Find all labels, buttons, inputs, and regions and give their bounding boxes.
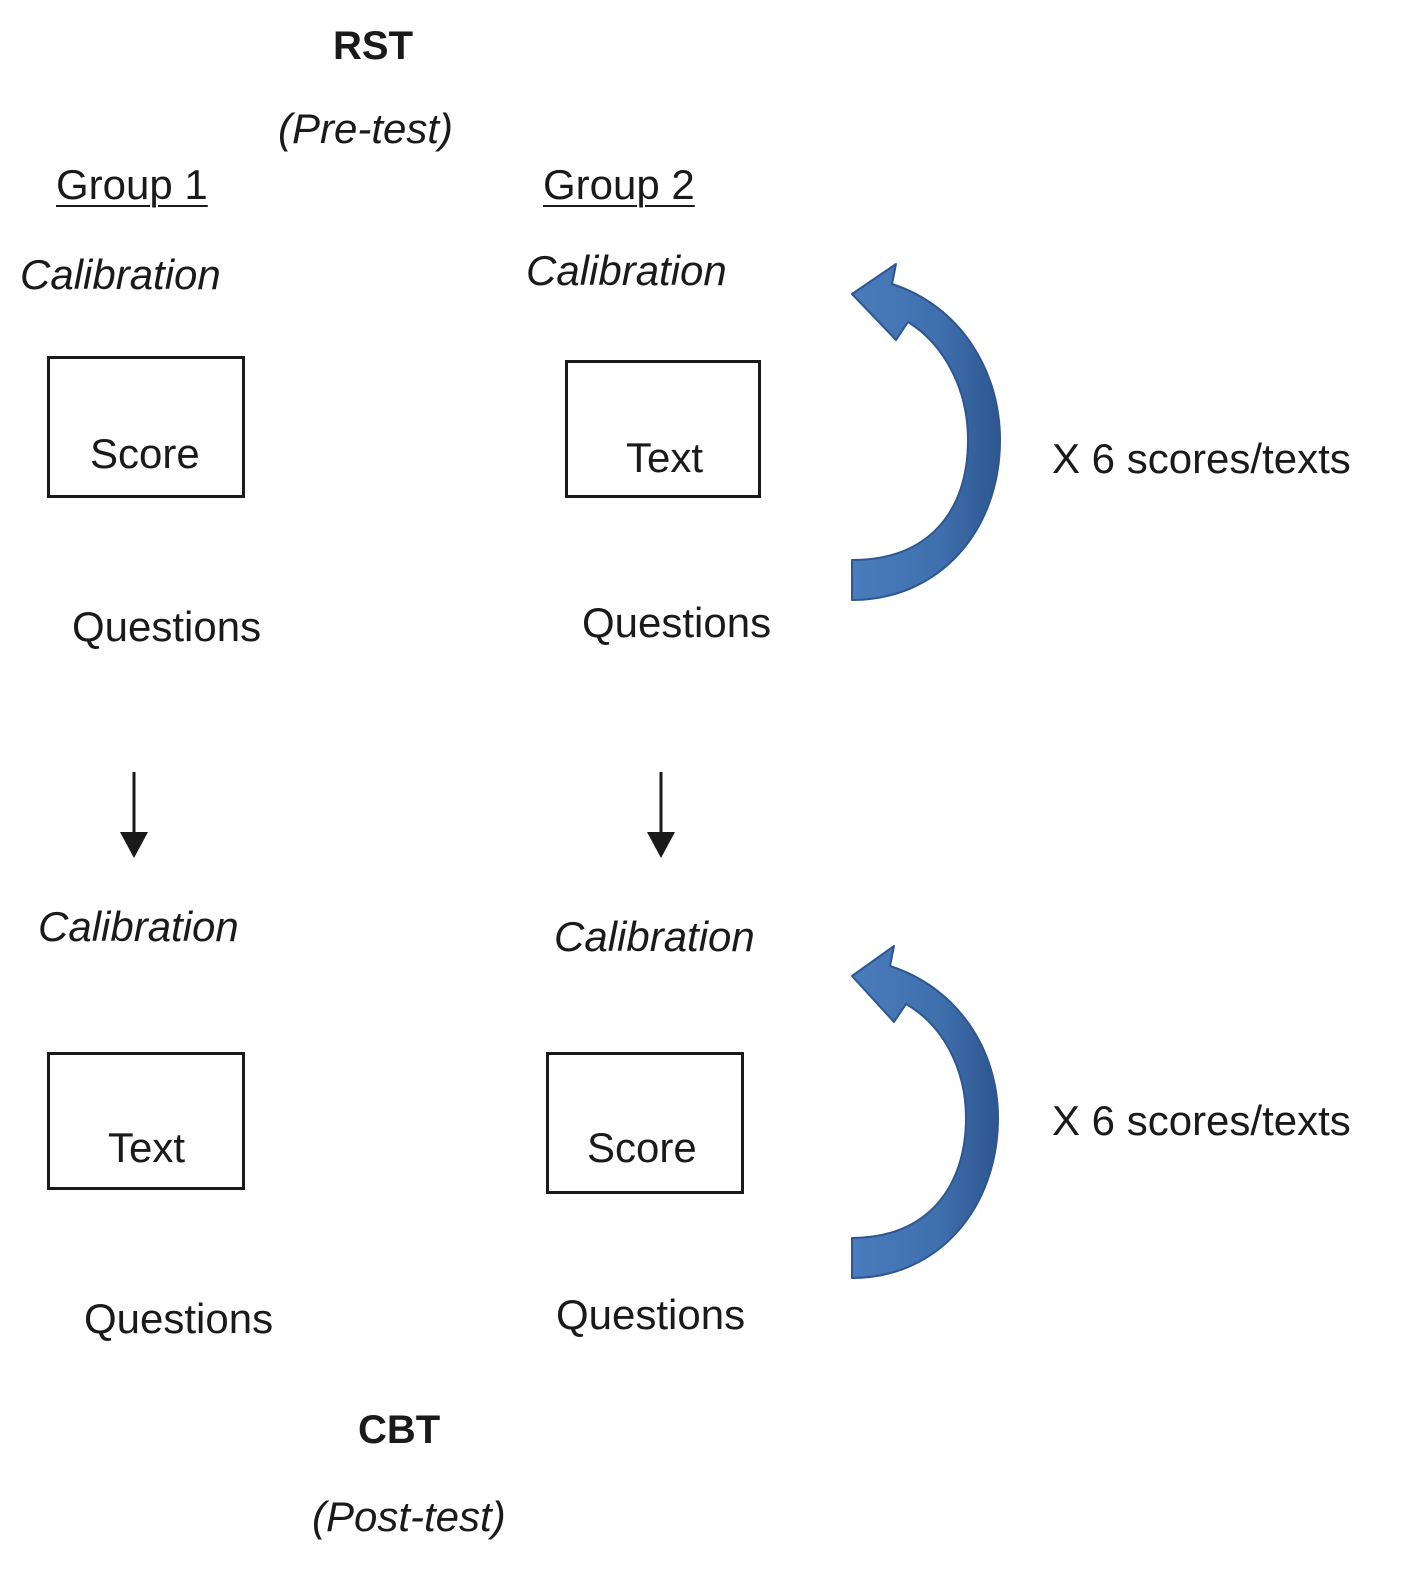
- group-2-phase-2-box-label: Score: [587, 1124, 697, 1171]
- group-1-phase-2-box: Text: [47, 1052, 245, 1190]
- group-1-phase-2-questions: Questions: [84, 1295, 274, 1342]
- group-2-phase-2-questions: Questions: [556, 1291, 746, 1338]
- curved-loop-arrow-icon: [851, 263, 1001, 601]
- repeat-label-phase-1: X 6 scores/texts: [1052, 435, 1351, 482]
- posttest-title: CBT: [358, 1408, 441, 1452]
- pretest-title: RST: [333, 24, 413, 68]
- group-2-phase-1-box: Text: [565, 360, 761, 498]
- posttest-subtitle: (Post-test): [312, 1493, 506, 1540]
- pretest-subtitle: (Pre-test): [278, 105, 454, 152]
- curved-loop-arrow-icon: [851, 945, 999, 1279]
- group-2-phase-2-calibration: Calibration: [554, 913, 755, 960]
- repeat-label-phase-2: X 6 scores/texts: [1052, 1097, 1351, 1144]
- group-1-phase-1-questions: Questions: [72, 603, 262, 650]
- group-1-phase-1-box: Score: [47, 356, 245, 498]
- group-1-heading: Group 1: [56, 161, 208, 208]
- group-2-phase-1-calibration: Calibration: [526, 247, 727, 294]
- group-1-phase-2-box-label: Text: [108, 1124, 186, 1171]
- group-1-phase-1-calibration: Calibration: [20, 251, 221, 298]
- group-2-phase-1-questions: Questions: [582, 599, 772, 646]
- group-2-phase-1-box-label: Text: [626, 434, 704, 481]
- group-1-phase-2-calibration: Calibration: [38, 903, 239, 950]
- group-2-heading: Group 2: [543, 161, 695, 208]
- group-2-phase-2-box: Score: [546, 1052, 744, 1194]
- group-1-phase-1-box-label: Score: [90, 430, 200, 477]
- down-arrow-icon: [120, 772, 148, 858]
- down-arrow-icon: [647, 772, 675, 858]
